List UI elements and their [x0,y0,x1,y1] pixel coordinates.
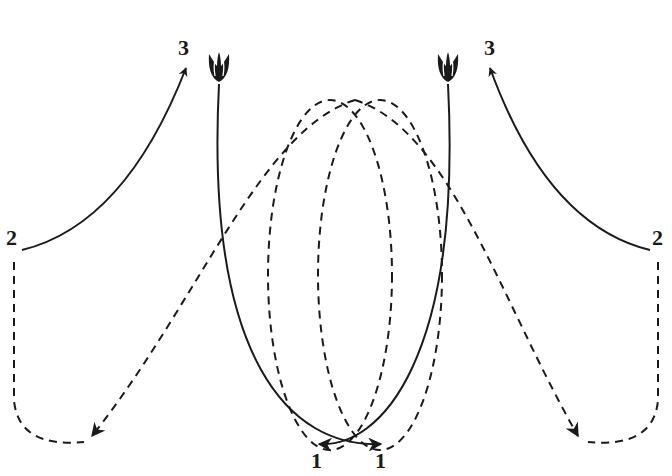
dashed-loop [268,100,392,450]
tulip-symbol [438,52,458,82]
dashed-path [92,100,355,436]
solid-path [22,68,186,250]
dashed-path [14,262,84,443]
solid-path [319,84,450,444]
dashed-path [355,100,578,436]
solid-path [490,68,650,250]
callout-number: 3 [484,36,495,60]
callout-number: 1 [375,449,386,473]
callout-number: 2 [6,226,17,250]
callout-number: 1 [311,449,322,473]
callout-number: 2 [652,226,663,250]
tulip-symbol [209,52,229,82]
dashed-path [588,262,658,443]
solid-path [217,84,381,444]
callout-number: 3 [178,36,189,60]
